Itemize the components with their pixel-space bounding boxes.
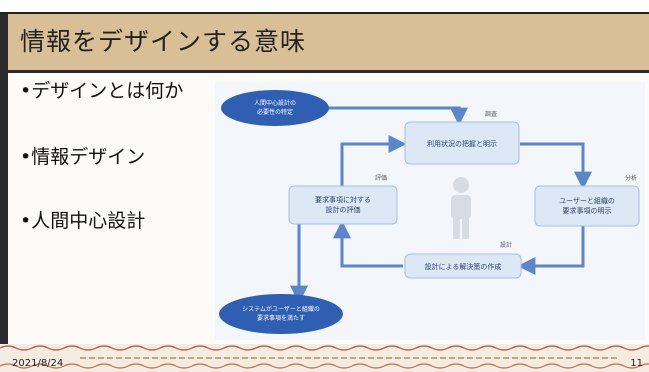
label-design: 設計 — [500, 241, 512, 249]
bullet-item: •情報デザイン — [20, 146, 146, 168]
arrow-bottom-to-left — [333, 220, 403, 268]
box-context-of-use — [404, 121, 520, 165]
start-ellipse-line-1: 人間中心設計の — [254, 99, 296, 107]
slide-title: 情報をデザインする意味 — [20, 27, 307, 56]
box-evaluation-line-2: 設計の評価 — [326, 205, 361, 214]
bullet-item: •人間中心設計 — [20, 210, 146, 232]
human-centered-design-diagram: 人間中心設計の 必要性の特定 利用状況の把握と明示 調査 ユーザーと組織の 要求… — [215, 82, 645, 340]
top-band — [0, 0, 649, 14]
box-requirements — [534, 185, 640, 227]
left-accent-bar — [0, 14, 8, 344]
arrow-left-to-top — [340, 135, 407, 186]
end-ellipse-line-2: 要求事項を満たす — [257, 314, 305, 322]
arrow-start-to-top — [327, 106, 468, 126]
label-analysis: 分析 — [625, 174, 637, 182]
start-ellipse-line-2: 必要性の特定 — [257, 108, 293, 116]
box-design-solution — [404, 253, 522, 279]
box-evaluation-line-1: 要求事項に対する — [315, 195, 371, 204]
decorative-border — [0, 344, 649, 372]
box-context-of-use-label: 利用状況の把握と明示 — [427, 139, 497, 148]
label-evaluation: 評価 — [375, 174, 387, 182]
box-requirements-line-1: ユーザーと組織の — [559, 196, 615, 205]
end-ellipse — [219, 294, 343, 334]
label-investigation: 調査 — [485, 110, 497, 118]
human-figure-icon — [451, 177, 471, 239]
arrow-top-to-right — [520, 142, 592, 190]
title-bar — [0, 14, 649, 73]
bullet-item: •デザインとは何か — [20, 80, 184, 102]
arrow-right-to-bottom — [517, 222, 585, 275]
start-ellipse — [221, 90, 329, 126]
box-design-solution-label: 設計による解決策の作成 — [425, 262, 502, 271]
box-requirements-line-2: 要求事項の明示 — [563, 206, 612, 215]
end-ellipse-line-1: システムがユーザーと組織の — [242, 305, 320, 313]
page-number: 11 — [630, 358, 643, 369]
slide-date: 2021/8/24 — [12, 358, 64, 369]
box-evaluation — [288, 185, 398, 225]
